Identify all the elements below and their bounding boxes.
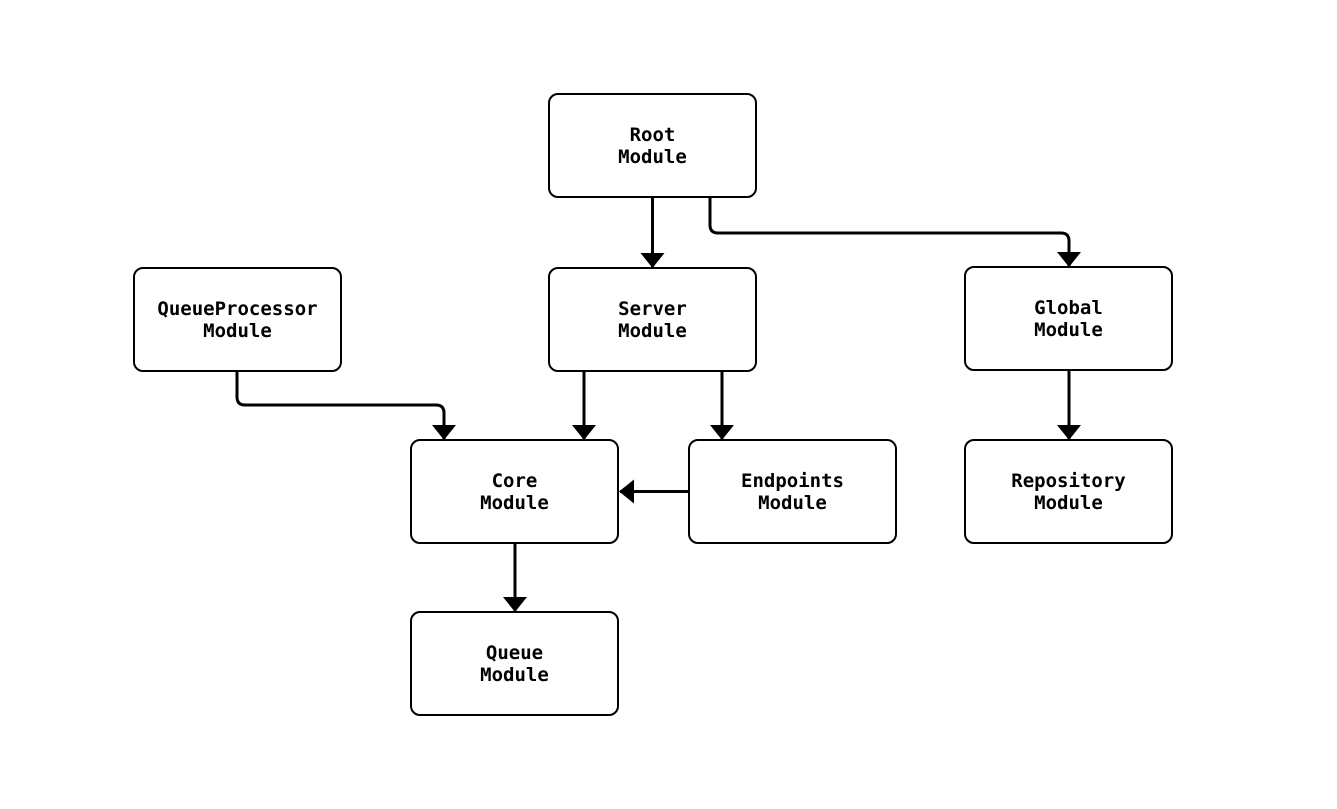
node-global-module-label: Global Module — [1034, 296, 1103, 341]
node-root-module-label: Root Module — [618, 123, 687, 168]
node-repository-module: Repository Module — [964, 439, 1173, 544]
edge-queueprocessor-to-core — [235, 372, 456, 440]
node-repository-module-label: Repository Module — [1011, 469, 1126, 514]
node-root-module: Root Module — [548, 93, 757, 198]
node-queue-module-label: Queue Module — [480, 641, 549, 686]
node-server-module-label: Server Module — [618, 297, 687, 342]
node-endpoints-module: Endpoints Module — [688, 439, 897, 544]
node-core-module-label: Core Module — [480, 469, 549, 514]
node-queueprocessor-module-label: QueueProcessor Module — [157, 297, 318, 342]
node-queue-module: Queue Module — [410, 611, 619, 716]
node-global-module: Global Module — [964, 266, 1173, 371]
node-queueprocessor-module: QueueProcessor Module — [133, 267, 342, 372]
node-endpoints-module-label: Endpoints Module — [741, 469, 844, 514]
node-server-module: Server Module — [548, 267, 757, 372]
edge-root-to-global — [708, 198, 1081, 267]
node-core-module: Core Module — [410, 439, 619, 544]
